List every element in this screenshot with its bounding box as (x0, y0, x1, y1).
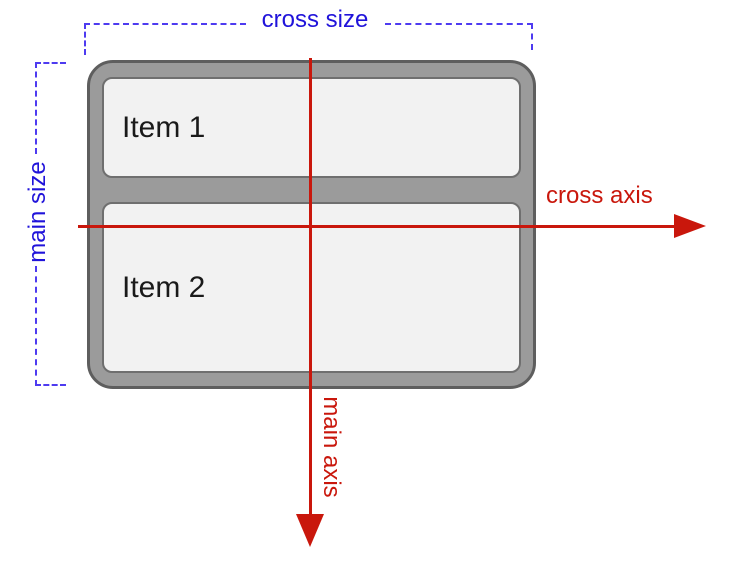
flex-item-2-label: Item 2 (122, 270, 206, 304)
main-size-label: main size (23, 161, 51, 263)
flex-item-1: Item 1 (102, 77, 521, 178)
main-size-bottom-tick (35, 384, 66, 386)
main-axis-arrow-line (309, 58, 312, 516)
cross-axis-arrow-line (78, 225, 676, 228)
cross-size-right-tick (531, 23, 533, 50)
main-axis-arrowhead-icon (296, 514, 324, 547)
flex-item-2: Item 2 (102, 202, 521, 373)
cross-axis-arrowhead-icon (674, 214, 706, 238)
main-size-top-tick (35, 62, 66, 64)
cross-size-left-tick (84, 23, 86, 55)
main-axis-label: main axis (318, 396, 346, 498)
cross-size-dash-left-segment (84, 23, 246, 25)
cross-axis-label: cross axis (546, 182, 653, 209)
cross-size-dash-right-segment (385, 23, 533, 25)
main-size-dash-lower-segment (35, 266, 37, 386)
main-size-dash-upper-segment (35, 62, 37, 154)
cross-size-label: cross size (261, 6, 369, 33)
flex-item-1-label: Item 1 (122, 110, 206, 144)
